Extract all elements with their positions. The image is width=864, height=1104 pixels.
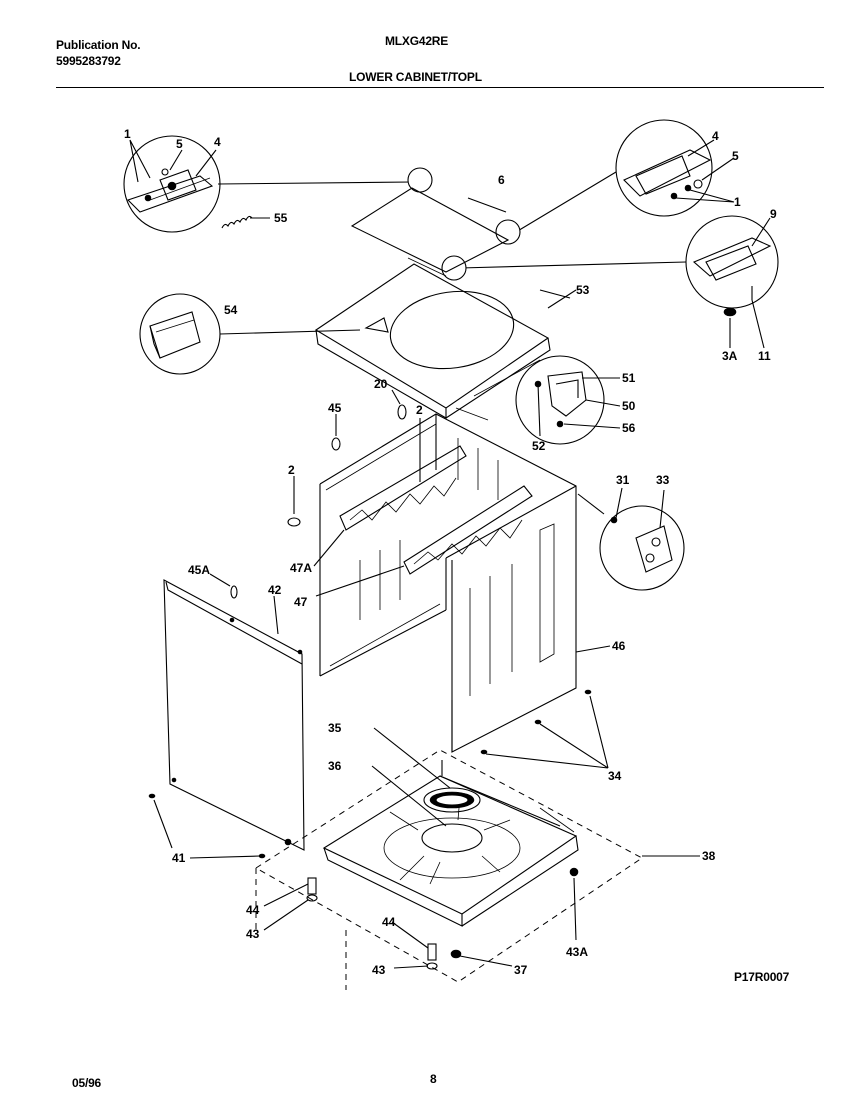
callout-31: 31 (616, 473, 630, 487)
callout-33: 33 (656, 473, 670, 487)
callout-45: 45 (328, 401, 342, 415)
callout-43A: 43A (566, 945, 588, 959)
detail-lid-switch (515, 355, 621, 445)
publication-label: Publication No. (56, 38, 141, 52)
brace-47 (403, 485, 533, 575)
leveling-leg-right (426, 943, 438, 970)
fastener-43A (569, 867, 579, 877)
callout-5-left: 5 (176, 137, 183, 151)
callout-20: 20 (374, 377, 388, 391)
callout-47A: 47A (290, 561, 312, 575)
callout-41: 41 (172, 851, 186, 865)
section-title: LOWER CABINET/TOPL (349, 70, 482, 84)
callout-3A: 3A (722, 349, 738, 363)
callout-44-left: 44 (246, 903, 260, 917)
callout-46: 46 (612, 639, 626, 653)
drawing-code: P17R0007 (734, 970, 790, 984)
detail-hinge-right (615, 119, 735, 217)
callout-5-right: 5 (732, 149, 739, 163)
callout-4-right: 4 (712, 129, 719, 143)
foot-37 (450, 949, 462, 959)
cabinet (319, 413, 577, 753)
callout-4-left: 4 (214, 135, 221, 149)
detail-hinge-9 (685, 215, 779, 349)
lid-spring (221, 215, 253, 229)
lid-panel (350, 187, 510, 277)
fastener-45 (331, 437, 341, 451)
callout-47: 47 (294, 595, 308, 609)
callout-2-top: 2 (416, 403, 423, 417)
callout-54: 54 (224, 303, 238, 317)
callout-51: 51 (622, 371, 636, 385)
callout-35: 35 (328, 721, 342, 735)
footer-date: 05/96 (72, 1076, 102, 1090)
callout-43-right: 43 (372, 963, 386, 977)
callout-6: 6 (498, 173, 505, 187)
callout-42: 42 (268, 583, 282, 597)
callout-44-right: 44 (382, 915, 396, 929)
screw-41a (148, 793, 156, 799)
detail-valve (599, 487, 685, 591)
callout-45A: 45A (188, 563, 210, 577)
callout-36: 36 (328, 759, 342, 773)
callout-55: 55 (274, 211, 288, 225)
front-panel (163, 573, 305, 851)
top-panel (314, 263, 577, 421)
callout-52: 52 (532, 439, 546, 453)
callout-34: 34 (608, 769, 622, 783)
detail-hinge-left (123, 135, 221, 233)
callout-1-right: 1 (734, 195, 741, 209)
leveling-leg-left (306, 877, 318, 902)
callout-9: 9 (770, 207, 777, 221)
callout-50: 50 (622, 399, 636, 413)
callout-2-left: 2 (288, 463, 295, 477)
model-number: MLXG42RE (385, 34, 449, 48)
callout-43-left: 43 (246, 927, 260, 941)
callout-1-left: 1 (124, 127, 131, 141)
callout-11: 11 (758, 349, 771, 363)
page-number: 8 (430, 1072, 437, 1086)
callout-56: 56 (622, 421, 636, 435)
base-frame (322, 760, 579, 927)
callout-38: 38 (702, 849, 716, 863)
detail-dispenser-cup (139, 293, 221, 375)
fastener-2 (287, 517, 301, 527)
publication-number: 5995283792 (56, 54, 121, 68)
brace-47A (339, 445, 467, 531)
header-rule (56, 87, 824, 88)
callout-53: 53 (576, 283, 590, 297)
callout-37: 37 (514, 963, 528, 977)
fastener-20 (397, 404, 407, 420)
